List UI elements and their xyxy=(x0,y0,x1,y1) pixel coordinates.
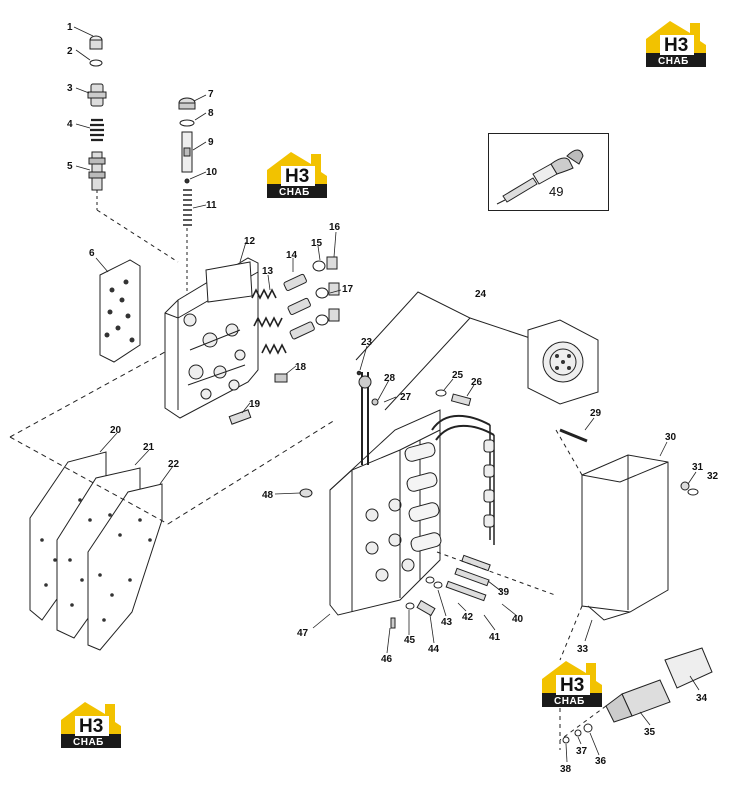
callout-38: 38 xyxy=(560,764,572,775)
watermark-logo: H3 СНАБ xyxy=(263,150,331,208)
callout-46: 46 xyxy=(381,654,393,665)
callout-18: 18 xyxy=(295,362,307,373)
separator-plates xyxy=(9,351,336,651)
callout-35: 35 xyxy=(644,727,656,738)
logo-text: H3 xyxy=(664,35,688,56)
callout-10: 10 xyxy=(206,167,218,178)
callout-40: 40 xyxy=(512,614,524,625)
callout-22: 22 xyxy=(168,459,180,470)
wiring-harness xyxy=(355,291,531,545)
bolts-washers xyxy=(299,488,556,629)
main-valve-body xyxy=(329,372,442,616)
callout-12: 12 xyxy=(244,236,256,247)
logo-text: H3 xyxy=(560,675,584,696)
callout-48: 48 xyxy=(262,490,274,501)
callout-24: 24 xyxy=(475,289,487,300)
callout-36: 36 xyxy=(595,756,607,767)
callout-20: 20 xyxy=(110,425,122,436)
callout-47: 47 xyxy=(297,628,309,639)
callout-27: 27 xyxy=(400,392,412,403)
logo-text: H3 xyxy=(79,716,103,737)
callout-23: 23 xyxy=(361,337,373,348)
inset-box: 49 xyxy=(488,133,609,211)
callout-3: 3 xyxy=(67,83,73,94)
callout-25: 25 xyxy=(452,370,464,381)
callout-41: 41 xyxy=(489,632,501,643)
callout-16: 16 xyxy=(329,222,341,233)
callout-44: 44 xyxy=(428,644,440,655)
callout-17: 17 xyxy=(342,284,354,295)
callout-19: 19 xyxy=(249,399,261,410)
callout-labels: 1 2 3 4 5 6 7 8 9 10 11 12 13 14 15 16 1… xyxy=(67,22,719,775)
inset-label: 49 xyxy=(549,184,564,199)
callout-30: 30 xyxy=(665,432,677,443)
watermark-logo: H3 СНАБ xyxy=(538,659,606,717)
callout-42: 42 xyxy=(462,612,474,623)
callout-43: 43 xyxy=(441,617,453,628)
callout-33: 33 xyxy=(577,644,589,655)
logo-subtext: СНАБ xyxy=(279,187,310,198)
callout-11: 11 xyxy=(206,200,217,211)
springs-plungers xyxy=(228,256,340,425)
solenoid-assembly xyxy=(559,647,713,750)
callout-15: 15 xyxy=(311,238,323,249)
callout-14: 14 xyxy=(286,250,298,261)
logo-subtext: СНАБ xyxy=(658,56,689,67)
callout-6: 6 xyxy=(89,248,95,259)
gasket-6 xyxy=(99,259,141,363)
cover-assembly xyxy=(555,428,699,661)
logo-subtext: СНАБ xyxy=(73,737,104,748)
callout-8: 8 xyxy=(208,108,214,119)
callout-4: 4 xyxy=(67,119,73,130)
callout-45: 45 xyxy=(404,635,416,646)
callout-28: 28 xyxy=(384,373,396,384)
callout-34: 34 xyxy=(696,693,708,704)
leader-lines xyxy=(73,26,700,763)
callout-2: 2 xyxy=(67,46,73,57)
valve-stack-middle xyxy=(178,97,196,300)
valve-stack-left xyxy=(87,35,179,263)
logo-subtext: СНАБ xyxy=(554,696,585,707)
watermark-logo: H3 СНАБ xyxy=(642,19,710,77)
callout-39: 39 xyxy=(498,587,510,598)
callout-29: 29 xyxy=(590,408,602,419)
callout-26: 26 xyxy=(471,377,483,388)
callout-37: 37 xyxy=(576,746,588,757)
callout-5: 5 xyxy=(67,161,73,172)
upper-valve-body xyxy=(164,257,259,419)
connector-plate xyxy=(527,319,599,405)
callout-21: 21 xyxy=(143,442,155,453)
fasteners-top xyxy=(356,370,472,407)
callout-31: 31 xyxy=(692,462,704,473)
logo-text: H3 xyxy=(285,166,309,187)
callout-1: 1 xyxy=(67,22,73,33)
callout-13: 13 xyxy=(262,266,274,277)
watermark-logo: H3 СНАБ xyxy=(57,700,125,758)
connector-plug-icon xyxy=(496,149,584,205)
callout-7: 7 xyxy=(208,89,214,100)
callout-9: 9 xyxy=(208,137,214,148)
callout-32: 32 xyxy=(707,471,719,482)
